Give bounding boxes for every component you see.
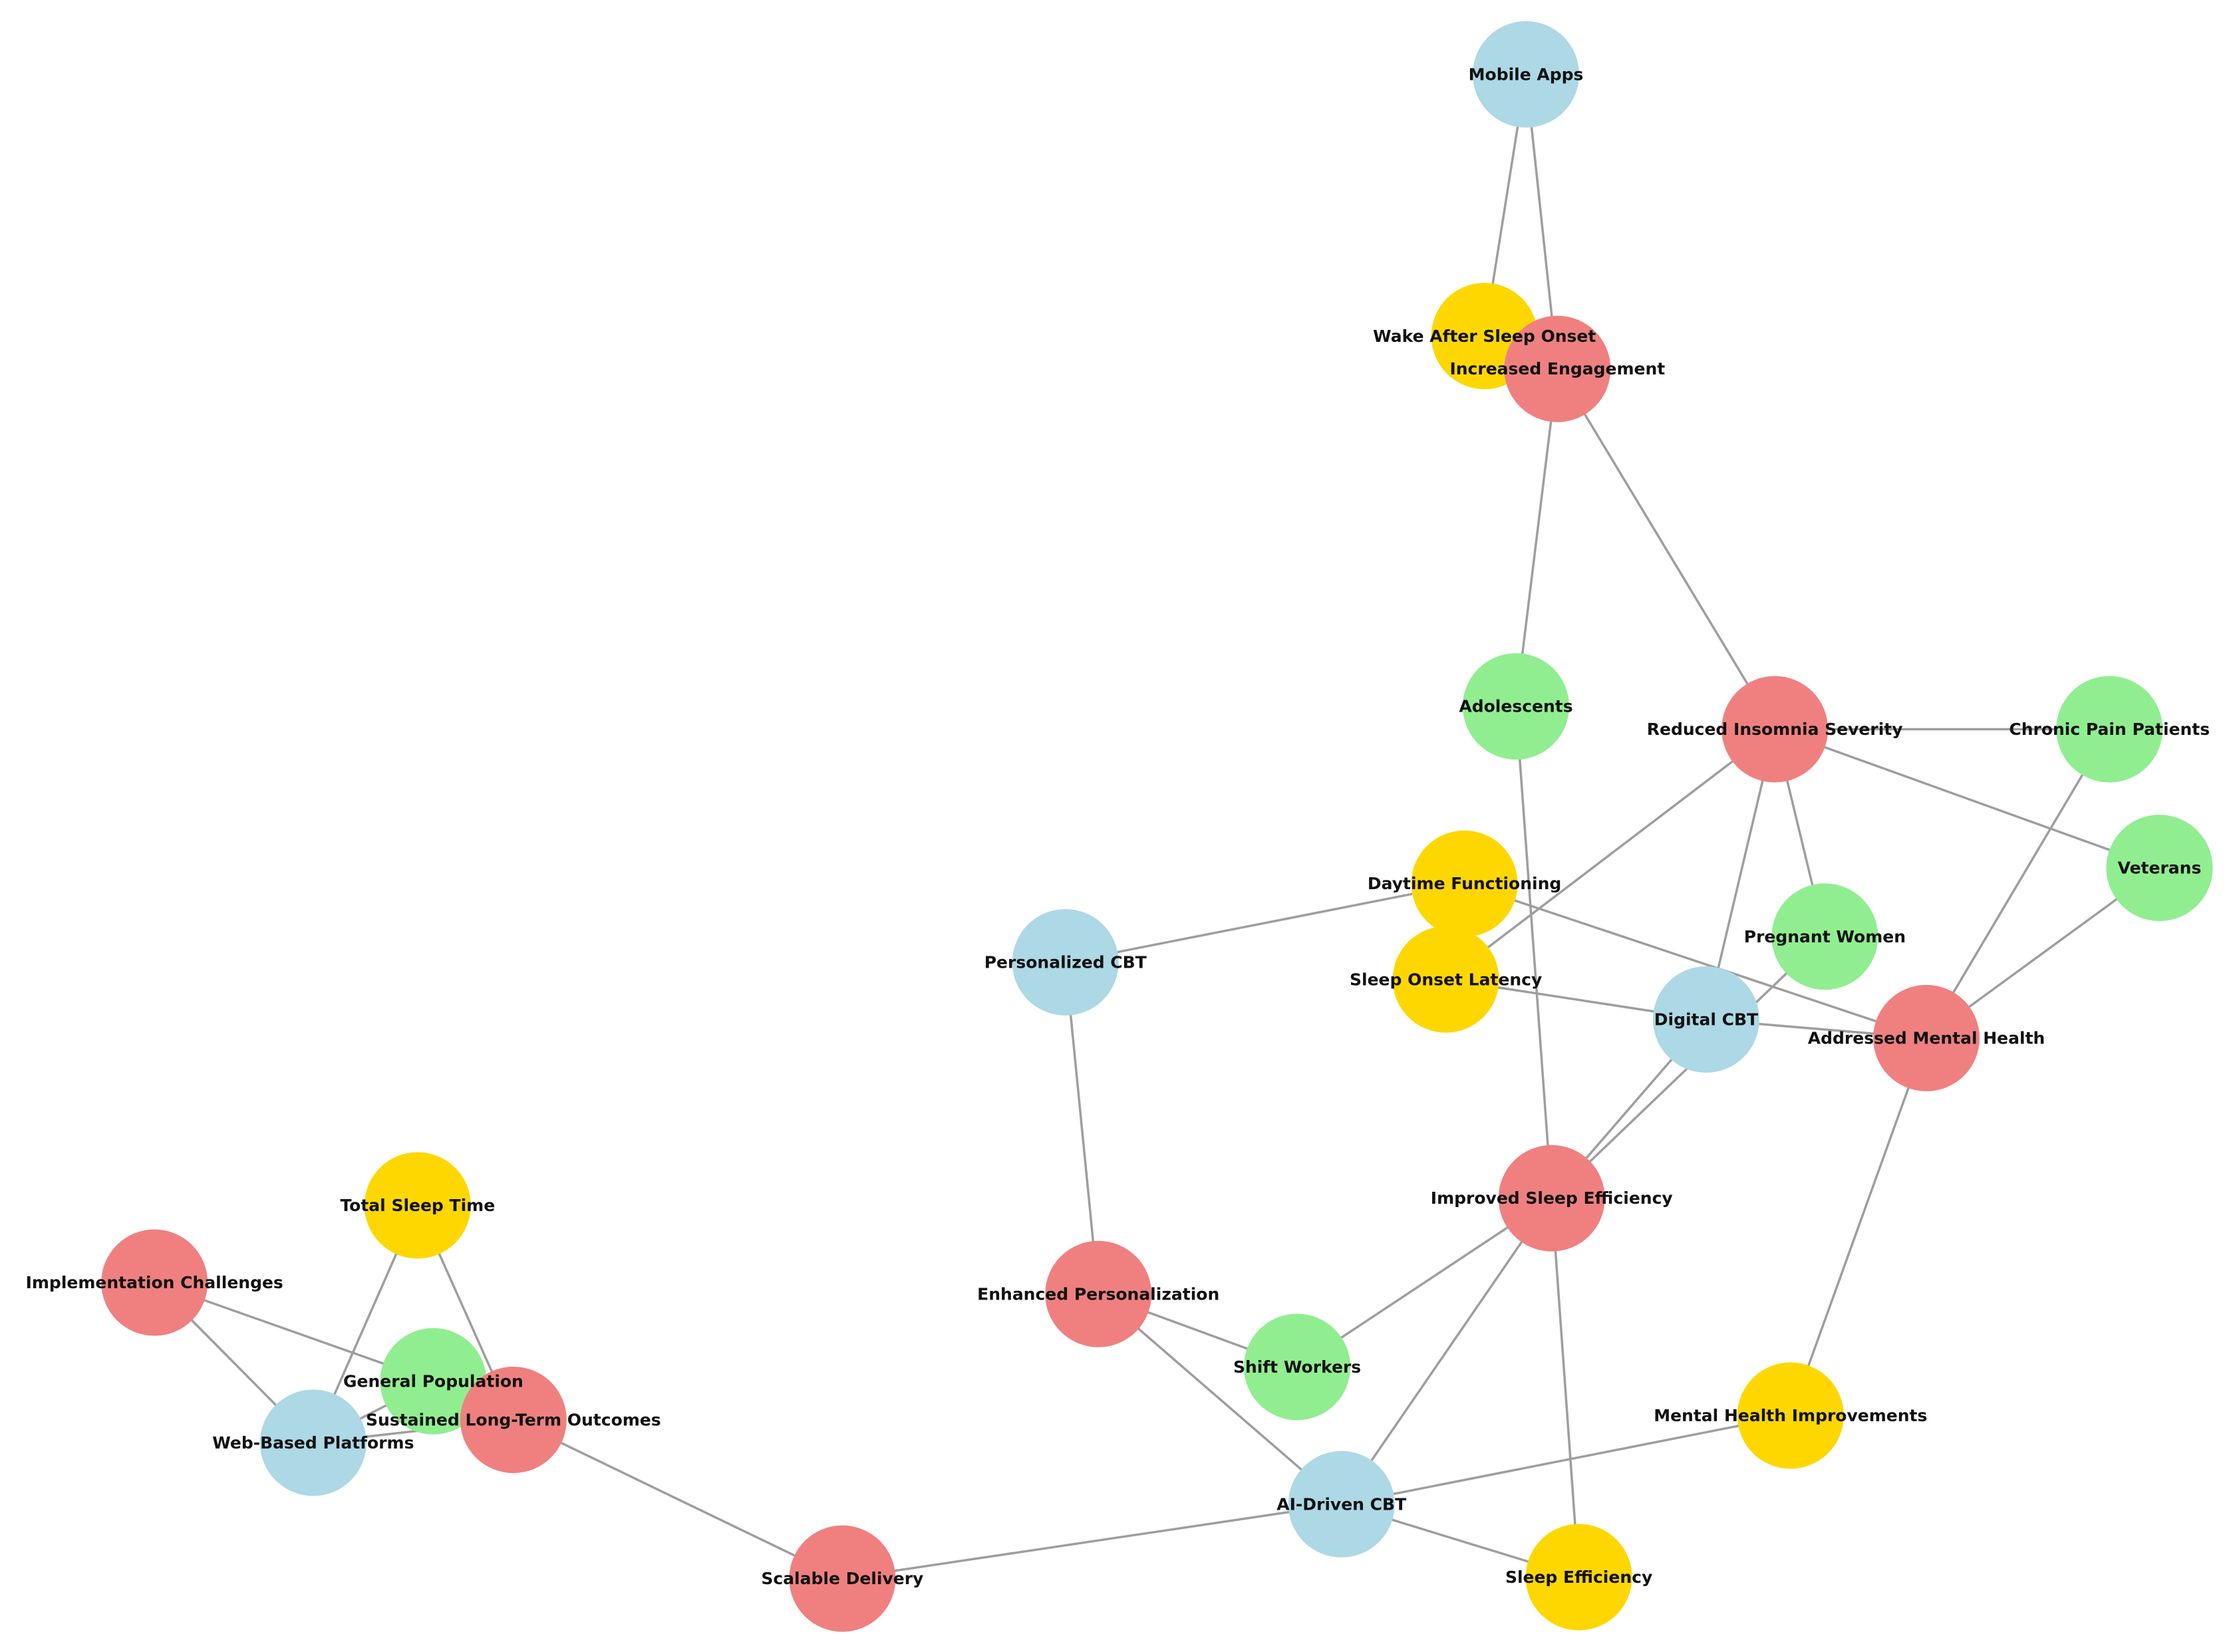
node-web-based-platforms[interactable]: [259, 1389, 367, 1496]
edge-reduced-insomnia-severity-to-veterans: [1774, 728, 2160, 869]
node-mobile-apps[interactable]: [1473, 21, 1580, 128]
node-sustained-long-term-outcomes[interactable]: [460, 1366, 567, 1473]
node-label-general-population: General Population: [343, 1371, 523, 1391]
node-label-scalable-delivery: Scalable Delivery: [761, 1569, 923, 1588]
node-label-sleep-onset-latency: Sleep Onset Latency: [1350, 970, 1542, 989]
edge-increased-engagement-to-adolescents: [1515, 368, 1559, 707]
edge-scalable-delivery-to-sustained-long-term-outcomes: [513, 1419, 843, 1580]
node-label-total-sleep-time: Total Sleep Time: [340, 1196, 495, 1215]
edge-adolescents-to-improved-sleep-efficiency: [1515, 706, 1553, 1198]
node-sleep-efficiency[interactable]: [1525, 1524, 1632, 1631]
node-adolescents[interactable]: [1463, 653, 1569, 760]
node-label-reduced-insomnia-severity: Reduced Insomnia Severity: [1647, 720, 1903, 739]
node-label-enhanced-personalization: Enhanced Personalization: [977, 1284, 1219, 1304]
node-label-addressed-mental-health: Addressed Mental Health: [1808, 1028, 2045, 1047]
node-ai-driven-cbt[interactable]: [1288, 1450, 1395, 1558]
node-label-sleep-efficiency: Sleep Efficiency: [1505, 1568, 1652, 1587]
node-implementation-challenges[interactable]: [101, 1229, 208, 1336]
edge-daytime-functioning-to-addressed-mental-health: [1464, 883, 1927, 1039]
edge-personalized-cbt-to-enhanced-personalization: [1064, 962, 1100, 1294]
node-chronic-pain-patients[interactable]: [2056, 676, 2163, 783]
node-label-adolescents: Adolescents: [1459, 697, 1572, 716]
node-sleep-onset-latency[interactable]: [1392, 926, 1499, 1033]
node-label-ai-driven-cbt: AI-Driven CBT: [1276, 1494, 1406, 1514]
edge-chronic-pain-patients-to-addressed-mental-health: [1925, 728, 2111, 1039]
node-label-implementation-challenges: Implementation Challenges: [26, 1273, 283, 1292]
edge-increased-engagement-to-reduced-insomnia-severity: [1556, 368, 1776, 730]
node-mental-health-improvements[interactable]: [1737, 1362, 1844, 1469]
edge-reduced-insomnia-severity-to-sleep-onset-latency: [1445, 728, 1776, 981]
edge-daytime-functioning-to-personalized-cbt: [1065, 882, 1465, 964]
node-scalable-delivery[interactable]: [789, 1525, 896, 1632]
node-addressed-mental-health[interactable]: [1873, 984, 1980, 1091]
node-label-increased-engagement: Increased Engagement: [1449, 359, 1665, 378]
node-improved-sleep-efficiency[interactable]: [1498, 1145, 1605, 1252]
node-label-mental-health-improvements: Mental Health Improvements: [1654, 1406, 1927, 1425]
node-general-population[interactable]: [380, 1327, 487, 1435]
node-reduced-insomnia-severity[interactable]: [1721, 676, 1829, 783]
edge-enhanced-personalization-to-ai-driven-cbt: [1098, 1293, 1342, 1506]
node-enhanced-personalization[interactable]: [1045, 1240, 1152, 1347]
node-digital-cbt[interactable]: [1652, 966, 1759, 1073]
edge-improved-sleep-efficiency-to-ai-driven-cbt: [1340, 1197, 1553, 1505]
node-label-veterans: Veterans: [2118, 859, 2202, 878]
node-increased-engagement[interactable]: [1504, 315, 1611, 422]
node-label-chronic-pain-patients: Chronic Pain Patients: [2009, 720, 2210, 739]
node-label-mobile-apps: Mobile Apps: [1469, 65, 1584, 84]
node-daytime-functioning[interactable]: [1411, 830, 1518, 937]
node-label-digital-cbt: Digital CBT: [1654, 1010, 1758, 1029]
node-label-shift-workers: Shift Workers: [1233, 1357, 1361, 1377]
node-personalized-cbt[interactable]: [1012, 908, 1119, 1016]
node-label-web-based-platforms: Web-Based Platforms: [212, 1433, 414, 1452]
edges-layer: [153, 74, 2160, 1580]
edge-improved-sleep-efficiency-to-sleep-efficiency: [1551, 1198, 1580, 1578]
node-label-daytime-functioning: Daytime Functioning: [1368, 874, 1561, 893]
node-label-improved-sleep-efficiency: Improved Sleep Efficiency: [1431, 1188, 1673, 1208]
edge-addressed-mental-health-to-mental-health-improvements: [1789, 1037, 1928, 1417]
edge-mental-health-improvements-to-ai-driven-cbt: [1341, 1414, 1791, 1506]
node-label-personalized-cbt: Personalized CBT: [984, 952, 1147, 972]
node-total-sleep-time[interactable]: [364, 1152, 471, 1259]
node-shift-workers[interactable]: [1244, 1313, 1351, 1421]
edge-ai-driven-cbt-to-scalable-delivery: [842, 1503, 1342, 1580]
node-label-wake-after-sleep-onset: Wake After Sleep Onset: [1373, 327, 1596, 346]
node-veterans[interactable]: [2106, 815, 2213, 922]
node-pregnant-women[interactable]: [1771, 883, 1878, 990]
node-label-sustained-long-term-outcomes: Sustained Long-Term Outcomes: [366, 1410, 661, 1429]
node-label-pregnant-women: Pregnant Women: [1744, 927, 1906, 946]
